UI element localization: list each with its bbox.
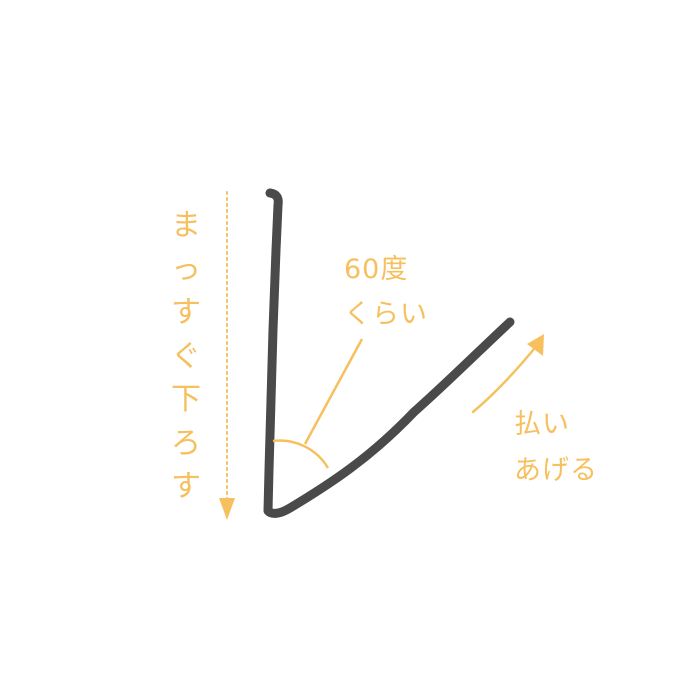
angle-leader-line	[303, 338, 364, 445]
vertical-instruction-label: まっすぐ下ろす	[171, 208, 201, 504]
flick-direction-arrow	[471, 342, 540, 414]
flick-label-line1: 払い	[514, 409, 570, 440]
angle-label-line1: 60度	[344, 254, 408, 285]
flick-direction-arrowhead	[527, 334, 544, 356]
downward-arrowhead	[219, 498, 235, 520]
flick-label-line2: あげる	[514, 455, 598, 486]
angle-label-line2: くらい	[344, 299, 428, 330]
angle-arc	[272, 439, 330, 469]
brush-stroke	[263, 188, 515, 518]
